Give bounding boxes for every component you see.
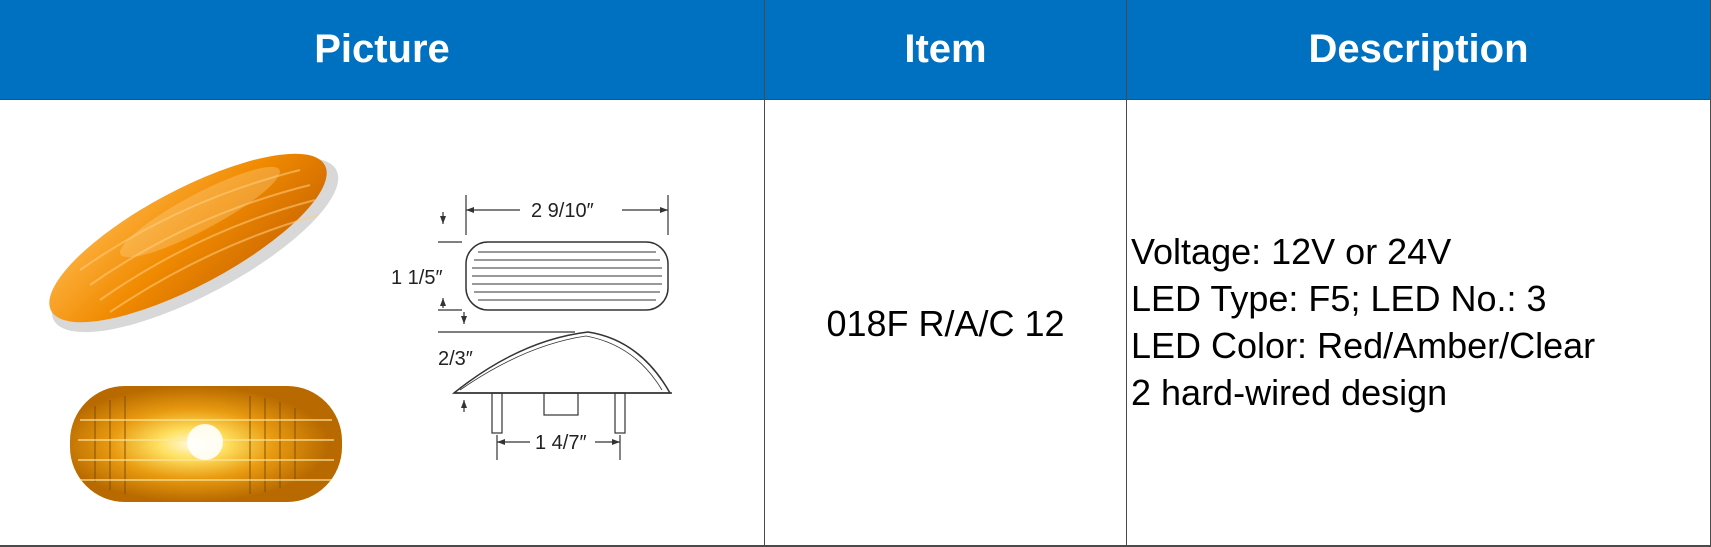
description-line: LED Color: Red/Amber/Clear xyxy=(1131,325,1596,366)
description-line: 2 hard-wired design xyxy=(1131,372,1448,413)
table-bottom-border xyxy=(0,545,1711,547)
description-cell: Voltage: 12V or 24V LED Type: F5; LED No… xyxy=(1127,100,1711,547)
picture-cell: 2 9/10″ 1 1/5″ 2/3″ 1 4/7″ xyxy=(0,100,765,547)
dimension-drawing xyxy=(438,195,672,460)
header-item: Item xyxy=(765,0,1127,100)
width-label: 1 1/5″ xyxy=(391,267,443,289)
stud-spacing-label: 1 4/7″ xyxy=(535,432,587,454)
item-cell: 018F R/A/C 12 xyxy=(765,100,1127,547)
lit-marker-light-photo xyxy=(70,386,342,502)
product-pictures: 2 9/10″ 1 1/5″ 2/3″ 1 4/7″ xyxy=(49,153,672,502)
item-code: 018F R/A/C 12 xyxy=(826,302,1065,344)
height-label: 2/3″ xyxy=(438,348,473,370)
header-description: Description xyxy=(1127,0,1711,100)
description-line: LED Type: F5; LED No.: 3 xyxy=(1131,278,1547,319)
description-text: Voltage: 12V or 24V LED Type: F5; LED No… xyxy=(1131,228,1595,416)
description-line: Voltage: 12V or 24V xyxy=(1131,231,1452,272)
header-picture: Picture xyxy=(0,0,765,100)
amber-marker-light-photo xyxy=(49,153,339,333)
length-label: 2 9/10″ xyxy=(531,200,594,222)
